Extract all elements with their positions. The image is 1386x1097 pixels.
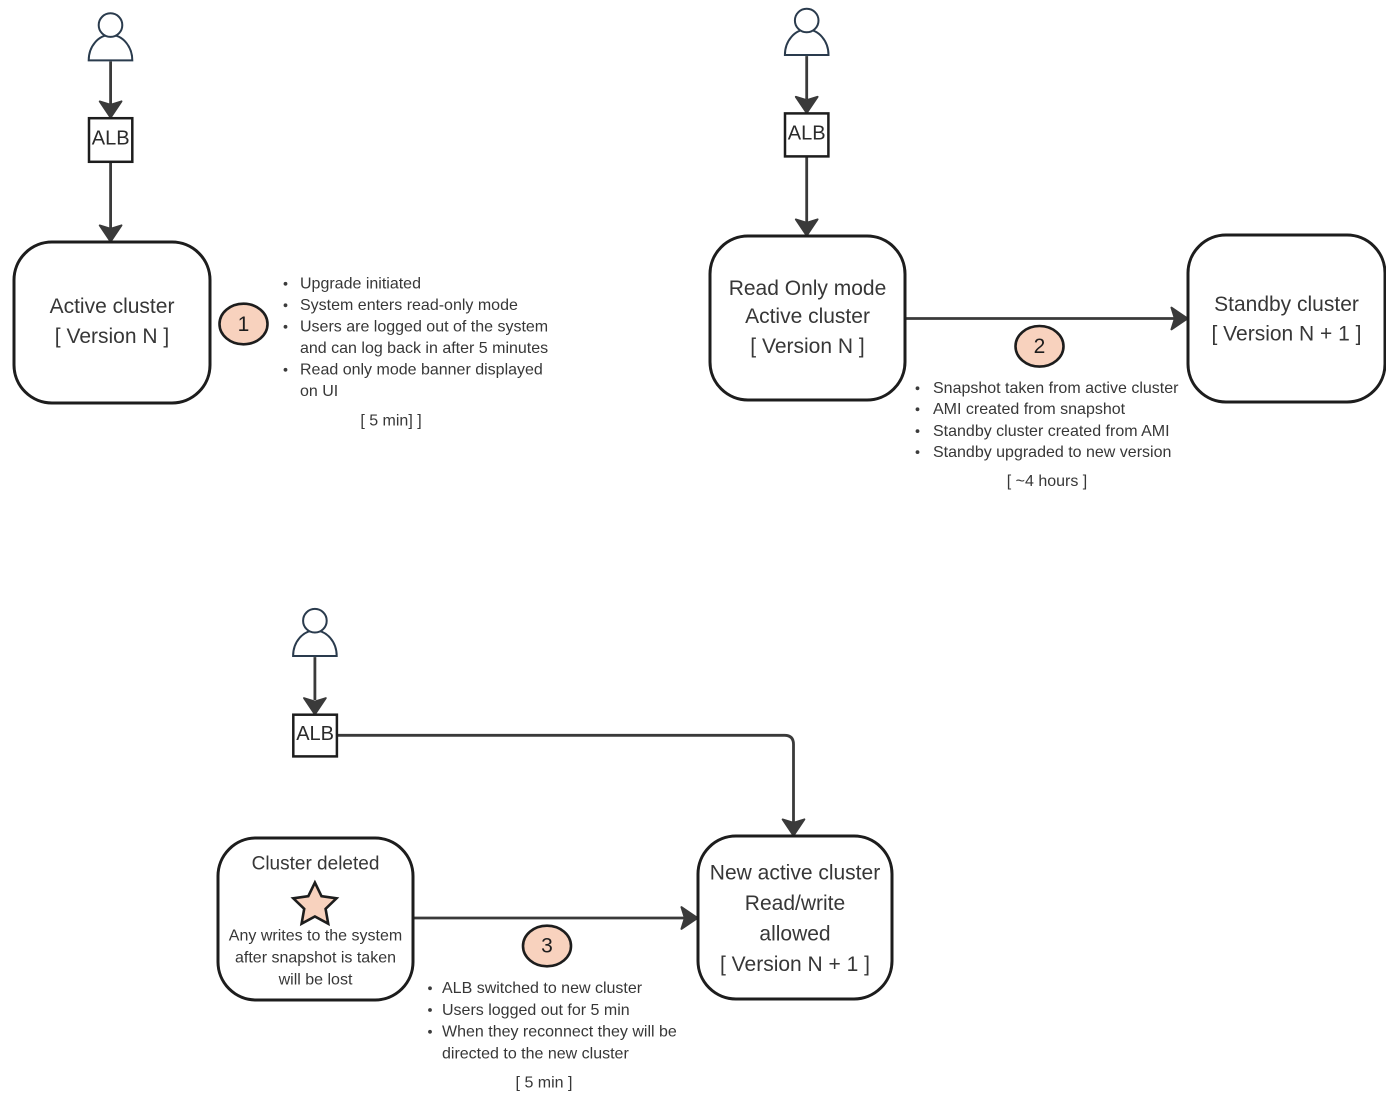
- svg-text:1: 1: [238, 313, 250, 336]
- svg-text:on UI: on UI: [300, 383, 338, 400]
- svg-text:allowed: allowed: [759, 923, 830, 946]
- svg-text:Standby cluster created from A: Standby cluster created from AMI: [933, 423, 1170, 440]
- svg-text:2: 2: [1034, 335, 1046, 358]
- svg-text:3: 3: [541, 935, 553, 958]
- svg-text:ALB: ALB: [788, 123, 826, 145]
- svg-text:Users logged out for 5 min: Users logged out for 5 min: [442, 1002, 630, 1019]
- svg-text:after snapshot is taken: after snapshot is taken: [235, 949, 396, 966]
- svg-text:AMI created from snapshot: AMI created from snapshot: [933, 401, 1126, 418]
- svg-text:ALB switched to new cluster: ALB switched to new cluster: [442, 980, 643, 997]
- svg-text:[ ~4 hours ]: [ ~4 hours ]: [1007, 473, 1088, 490]
- svg-text:[ Version N + 1 ]: [ Version N + 1 ]: [1212, 323, 1362, 346]
- svg-text:System enters read-only mode: System enters read-only mode: [300, 297, 518, 314]
- svg-text:Active cluster: Active cluster: [745, 305, 870, 328]
- svg-text:New active cluster: New active cluster: [710, 861, 880, 884]
- svg-text:Any writes to the system: Any writes to the system: [229, 927, 402, 944]
- svg-text:Active cluster: Active cluster: [50, 295, 175, 318]
- svg-text:[ Version N ]: [ Version N ]: [55, 325, 169, 348]
- svg-text:Snapshot taken from active clu: Snapshot taken from active cluster: [933, 380, 1179, 397]
- svg-text:Read/write: Read/write: [745, 892, 845, 915]
- svg-text:directed to the new cluster: directed to the new cluster: [442, 1045, 629, 1062]
- svg-text:Cluster deleted: Cluster deleted: [252, 853, 380, 874]
- svg-text:[ 5 min] ]: [ 5 min] ]: [360, 413, 421, 430]
- svg-text:and can log back in after 5 mi: and can log back in after 5 minutes: [300, 340, 548, 357]
- svg-text:Standby upgraded to new versio: Standby upgraded to new version: [933, 444, 1171, 461]
- svg-text:[ Version N + 1 ]: [ Version N + 1 ]: [720, 953, 870, 976]
- svg-text:ALB: ALB: [296, 723, 334, 745]
- svg-text:ALB: ALB: [92, 128, 130, 150]
- svg-text:Read only mode banner displaye: Read only mode banner displayed: [300, 362, 543, 379]
- svg-text:Standby cluster: Standby cluster: [1214, 293, 1359, 316]
- svg-text:When they reconnect they will: When they reconnect they will be: [442, 1024, 677, 1041]
- svg-text:will be lost: will be lost: [278, 971, 353, 988]
- svg-text:Users are logged out of the sy: Users are logged out of the system: [300, 319, 548, 336]
- svg-text:[ Version N ]: [ Version N ]: [750, 335, 864, 358]
- svg-text:[ 5 min ]: [ 5 min ]: [516, 1075, 573, 1092]
- svg-text:Upgrade initiated: Upgrade initiated: [300, 276, 421, 293]
- svg-text:Read Only mode: Read Only mode: [729, 277, 887, 300]
